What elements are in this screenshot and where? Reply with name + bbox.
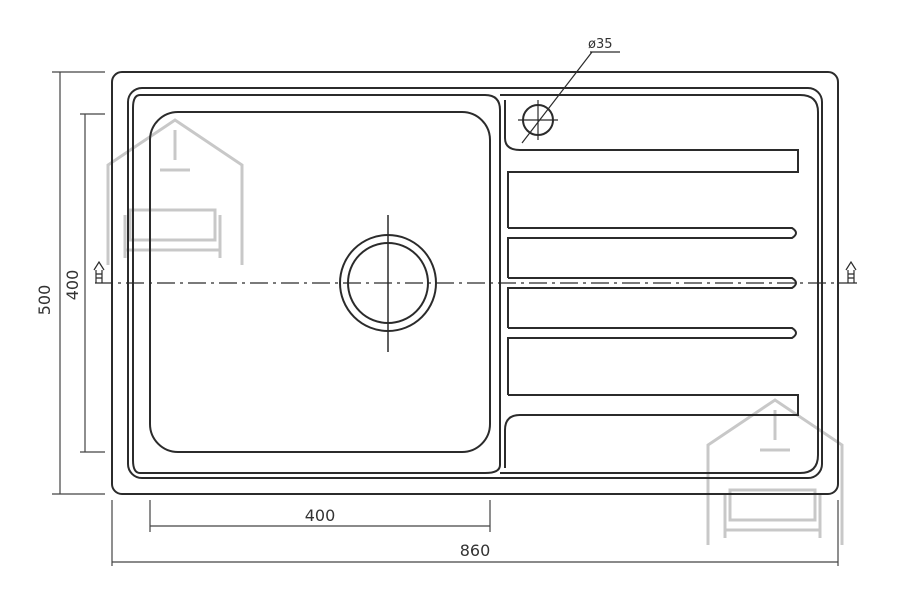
dim-bowl-height: [80, 113, 105, 453]
drainer-top-edge: [504, 100, 799, 228]
centre-marker-right: [845, 260, 857, 283]
bowl-basin: [149, 111, 491, 453]
dim-overall-height: [52, 71, 105, 495]
dim-bowl-width-label: 400: [305, 506, 336, 525]
dim-bowl-width: [149, 500, 491, 532]
centre-marker-left: [93, 260, 105, 283]
drainer-rib-1: [507, 227, 797, 278]
dim-overall-width-label: 860: [460, 541, 491, 560]
dim-bowl-height-label: 400: [63, 270, 82, 301]
tap-hole-leader: [521, 51, 593, 144]
watermark-logo-top-left: [106, 118, 244, 265]
dim-overall-width: [111, 500, 839, 566]
drainer-rib-2: [507, 277, 797, 328]
bowl-outer-edge: [132, 94, 501, 474]
drainer-bottom-edge: [504, 394, 799, 468]
tap-hole-label: ø35: [588, 37, 613, 52]
drainer-rib-3: [507, 327, 797, 395]
dim-overall-height-label: 500: [35, 285, 54, 316]
drainer-outline: [500, 94, 819, 474]
